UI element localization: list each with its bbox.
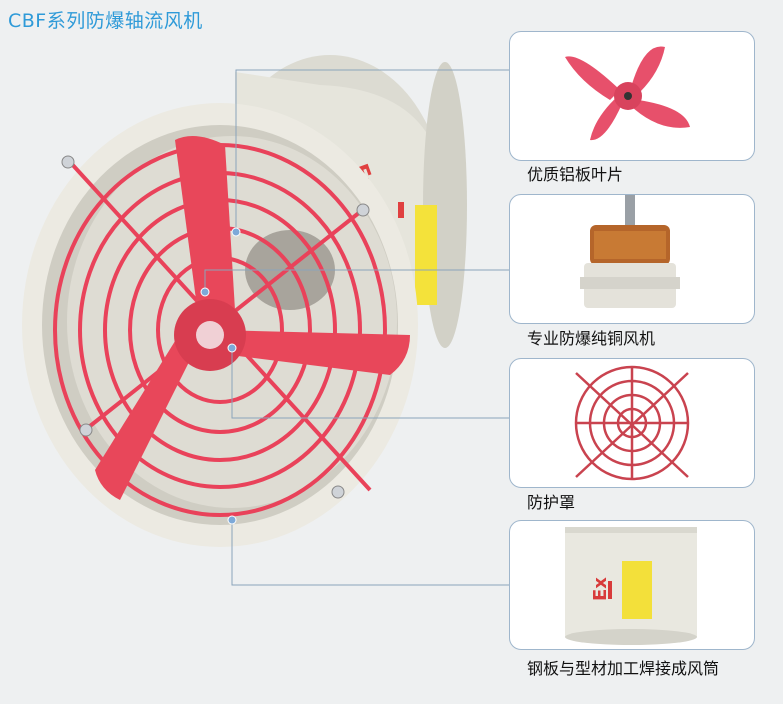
ex-mark: Ex — [590, 577, 611, 601]
fan-blade-icon — [565, 46, 690, 141]
page-title: CBF系列防爆轴流风机 — [8, 10, 203, 32]
feature-card-motor — [509, 194, 755, 324]
feature-label: 防护罩 — [527, 493, 576, 512]
feature-card-blade — [509, 31, 755, 161]
guard-grille-icon — [574, 365, 690, 481]
feature-label: 钢板与型材加工焊接成风筒 — [527, 659, 720, 678]
feature-card-duct: Ex — [509, 520, 755, 650]
feature-label: 专业防爆纯铜风机 — [527, 329, 656, 348]
axial-fan-image: Ex — [22, 55, 467, 547]
feature-label: 优质铝板叶片 — [527, 165, 624, 184]
feature-card-guard — [509, 358, 755, 488]
steel-duct-icon: Ex — [565, 527, 697, 645]
copper-motor-icon — [580, 195, 680, 308]
